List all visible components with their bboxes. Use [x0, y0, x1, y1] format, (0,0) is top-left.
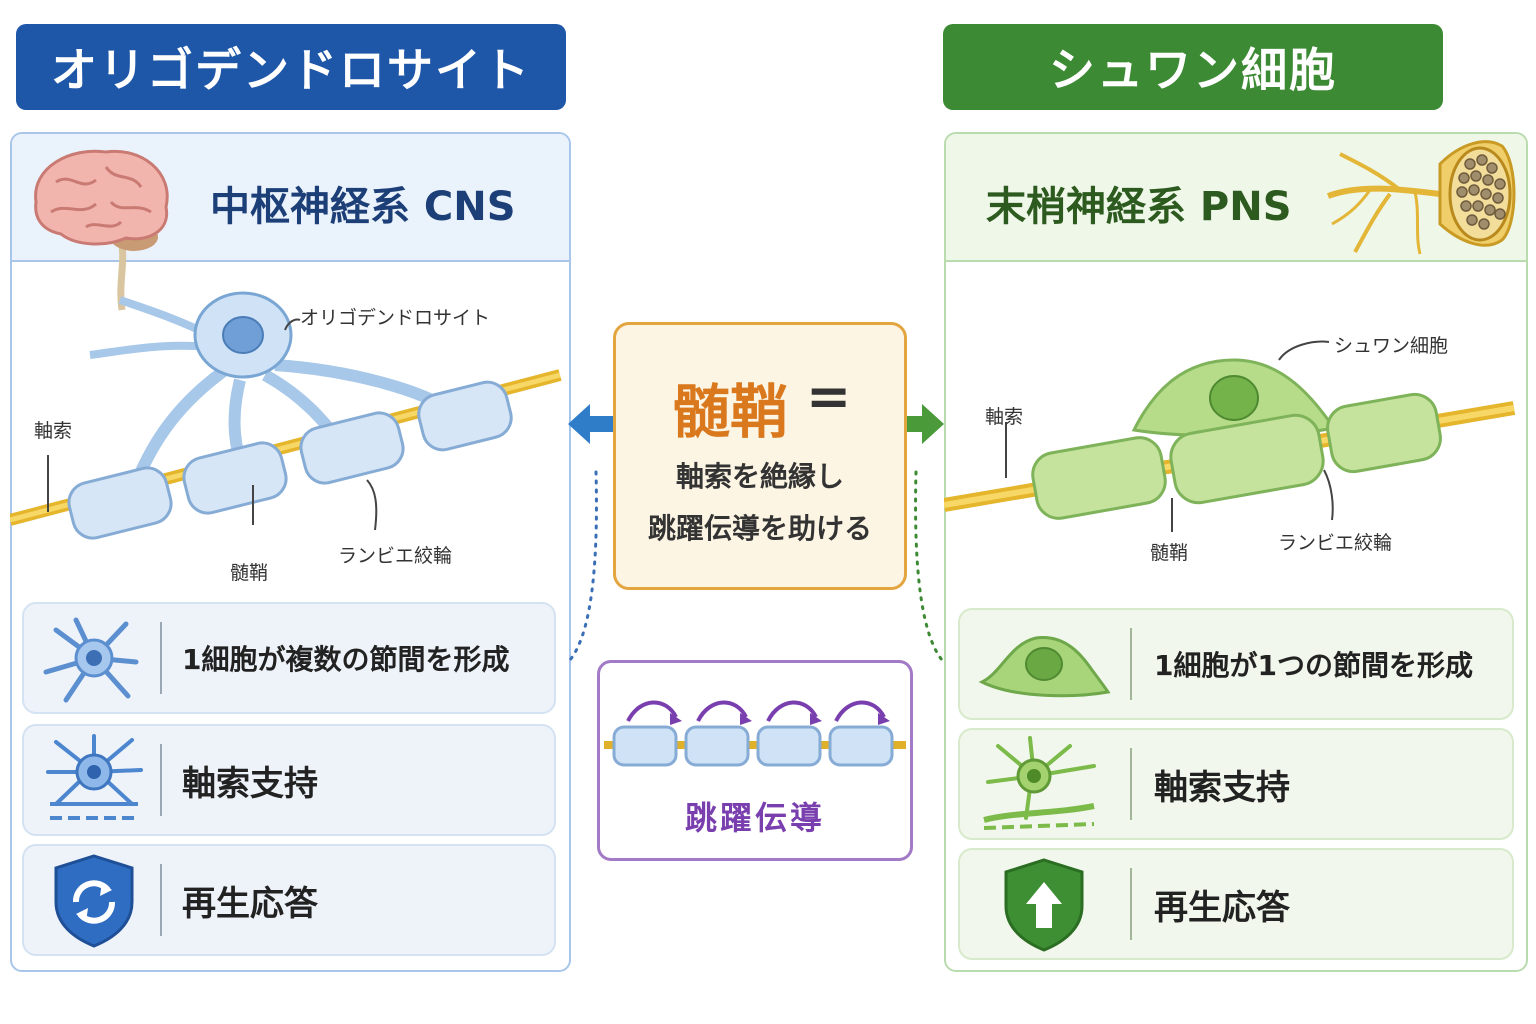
- arrow-right-icon: [900, 404, 944, 444]
- connector-dots-left: [568, 470, 598, 662]
- feature-text: 軸索支持: [182, 763, 318, 804]
- cns-title: 中枢神経系 CNS: [210, 184, 516, 230]
- myelin-label-left: 髄鞘: [230, 562, 269, 584]
- myelin-description-line2: 跳躍伝導を助ける: [647, 512, 872, 545]
- myelin-label-right: 髄鞘: [1150, 542, 1189, 564]
- node-of-ranvier-label-left: ランビエ絞輪: [338, 545, 453, 567]
- saltatory-conduction-label: 跳躍伝導: [684, 799, 825, 837]
- feature-text: 再生応答: [1154, 887, 1290, 928]
- feature-card-single-internode: 1細胞が1つの節間を形成: [958, 608, 1514, 720]
- feature-text: 1細胞が1つの節間を形成: [1154, 649, 1473, 682]
- connector-dots-right: [914, 470, 944, 662]
- schwann-cell-icon: [978, 636, 1111, 698]
- schwann-cell-label: シュワン細胞: [1334, 335, 1449, 357]
- saltatory-conduction-diagram: [604, 700, 906, 767]
- divider: [1130, 748, 1132, 820]
- myelin-definition-box: 髄鞘 = 軸索を絶縁し 跳躍伝導を助ける: [613, 322, 907, 590]
- axon-label-left: 軸索: [34, 420, 73, 442]
- feature-card-axon-support-left: 軸索支持: [22, 724, 556, 836]
- feature-text: 再生応答: [182, 883, 318, 924]
- pns-myelin-illustration: [944, 340, 1516, 532]
- oligodendrocyte-icon: [43, 617, 139, 703]
- astrocyte-support-icon: [46, 734, 143, 820]
- feature-card-regeneration-left: 再生応答: [22, 844, 556, 956]
- divider: [1130, 628, 1132, 700]
- oligodendrocyte-banner: オリゴデンドロサイト: [16, 24, 566, 110]
- cns-myelin-illustration: [10, 291, 562, 540]
- pns-title: 末梢神経系 PNS: [986, 184, 1292, 230]
- equals-sign: =: [806, 365, 852, 428]
- divider: [160, 622, 162, 694]
- feature-card-regeneration-right: 再生応答: [958, 848, 1514, 960]
- feature-card-axon-support-right: 軸索支持: [958, 728, 1514, 840]
- nerve-bundle-icon: [1326, 140, 1516, 255]
- divider: [160, 864, 162, 936]
- pns-header: 末梢神経系 PNS: [946, 134, 1526, 262]
- neuron-support-icon: [983, 736, 1096, 830]
- axon-label-right: 軸索: [985, 406, 1024, 428]
- feature-text: 1細胞が複数の節間を形成: [182, 643, 510, 676]
- divider: [1130, 868, 1132, 940]
- node-of-ranvier-label-right: ランビエ絞輪: [1278, 532, 1393, 554]
- brain-icon: [34, 149, 169, 311]
- myelin-description-line1: 軸索を絶縁し: [675, 460, 844, 493]
- shield-refresh-icon: [54, 854, 134, 948]
- feature-text: 軸索支持: [1154, 767, 1290, 808]
- arrow-left-icon: [568, 404, 614, 444]
- shield-arrow-up-icon: [1004, 858, 1084, 952]
- myelin-heading: 髄鞘: [672, 378, 789, 446]
- saltatory-conduction-box: 跳躍伝導: [597, 660, 913, 861]
- schwann-cell-banner: シュワン細胞: [943, 24, 1443, 110]
- oligodendrocyte-label: オリゴデンドロサイト: [300, 307, 491, 329]
- divider: [160, 744, 162, 816]
- feature-card-multiple-internodes: 1細胞が複数の節間を形成: [22, 602, 556, 714]
